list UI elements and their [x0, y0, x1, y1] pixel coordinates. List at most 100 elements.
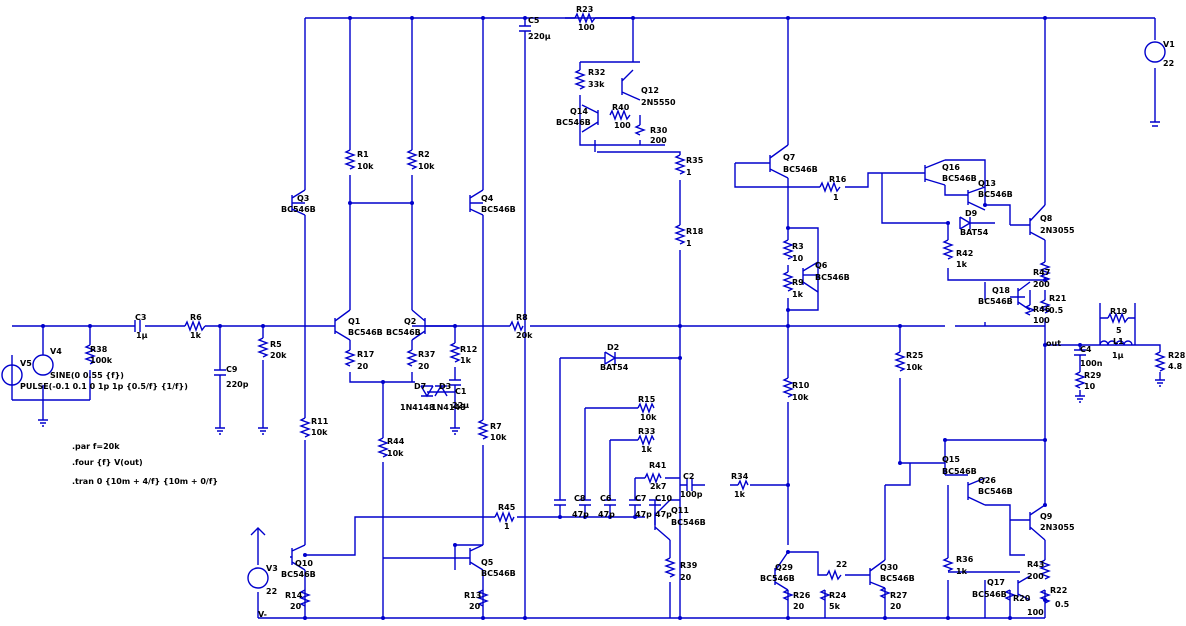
label-q18-name: Q18: [992, 286, 1010, 295]
wires: [11, 17, 1165, 619]
label-r11-value: 10k: [311, 428, 328, 437]
label-q29-value: BC546B: [760, 574, 795, 583]
label-q13-value: BC546B: [978, 190, 1013, 199]
label-r20-name: R20: [1013, 594, 1031, 603]
label-q2-name: Q2: [404, 317, 416, 326]
label-c1-value: 22µ: [452, 401, 469, 410]
label-r46-name: R46: [1033, 305, 1051, 314]
label-q4-value: BC546B: [481, 205, 516, 214]
label-r22-name: R22: [1050, 586, 1067, 595]
label-r10-value: 10k: [792, 393, 809, 402]
label-c7-value: 47p: [635, 510, 652, 519]
label-r11-name: R11: [311, 417, 329, 426]
label-d9-value: BAT54: [960, 228, 989, 237]
label-c3-value: 1µ: [136, 331, 148, 340]
label-c8-value: 47p: [572, 510, 589, 519]
label-q1-value: BC546B: [348, 328, 383, 337]
label-q16-value: BC546B: [942, 174, 977, 183]
label-q4-name: Q4: [481, 194, 494, 203]
label-r41-name: R41: [649, 461, 667, 470]
label-r18-name: R18: [686, 227, 704, 236]
label-r22b-value: 22: [836, 560, 847, 569]
label-q6-name: Q6: [815, 261, 828, 270]
label-r8-value: 20k: [516, 331, 533, 340]
label-d9-name: D9: [965, 209, 978, 218]
label-r9-name: R9: [792, 278, 804, 287]
net-label-vminus: V-: [258, 610, 267, 619]
component-symbols: [1, 12, 1166, 607]
label-r6-name: R6: [190, 313, 202, 322]
directive-four: .four {f} V(out): [72, 458, 143, 467]
label-q26-value: BC546B: [978, 487, 1013, 496]
label-q14-name: Q14: [570, 107, 588, 116]
label-q6-value: BC546B: [815, 273, 850, 282]
spice-directives: .par f=20k .four {f} V(out) .tran 0 {10m…: [72, 442, 218, 486]
label-q15-value: BC546B: [942, 467, 977, 476]
label-q13-name: Q13: [978, 179, 996, 188]
label-r36-name: R36: [956, 555, 974, 564]
label-r15-name: R15: [638, 395, 656, 404]
label-r37-value: 20: [418, 362, 430, 371]
label-r43-name: R43: [1027, 560, 1044, 569]
label-r1-name: R1: [357, 150, 369, 159]
label-r13-value: 20: [469, 602, 481, 611]
label-r5-value: 20k: [270, 351, 287, 360]
label-q5-name: Q5: [481, 558, 494, 567]
label-r3-name: R3: [792, 242, 804, 251]
label-d7-name: D7: [414, 382, 426, 391]
directive-param: .par f=20k: [72, 442, 120, 451]
label-r16-value: 1: [833, 193, 839, 202]
label-r29-name: R29: [1084, 371, 1102, 380]
label-q18-value: BC546B: [978, 297, 1013, 306]
label-r19-name: R19: [1110, 307, 1128, 316]
label-r2-name: R2: [418, 150, 430, 159]
label-r12-name: R12: [460, 345, 477, 354]
label-q12-value: 2N5550: [641, 98, 676, 107]
label-r24-value: 5k: [829, 602, 841, 611]
label-r47-value: 200: [1033, 280, 1050, 289]
label-r42-value: 1k: [956, 260, 968, 269]
label-q26-name: Q26: [978, 476, 996, 485]
directive-tran: .tran 0 {10m + 4/f} {10m + 0/f}: [72, 477, 218, 486]
label-r44-value: 10k: [387, 449, 404, 458]
label-r25-name: R25: [906, 351, 924, 360]
label-c10-name: C10: [655, 494, 672, 503]
label-l1-value: 1µ: [1112, 351, 1124, 360]
label-c10-value: 47p: [655, 510, 672, 519]
label-c6-name: C6: [600, 494, 612, 503]
label-r22-value: 0.5: [1055, 600, 1070, 609]
label-c2-name: C2: [683, 472, 694, 481]
label-r26-name: R26: [793, 591, 811, 600]
label-c7-name: C7: [635, 494, 646, 503]
label-r20-value: 100: [1027, 608, 1044, 617]
label-r6-value: 1k: [190, 331, 202, 340]
label-v1-value: 22: [1163, 59, 1174, 68]
label-v4-value: SINE(0 0.55 {f}): [50, 371, 124, 380]
label-r30-value: 200: [650, 136, 667, 145]
label-r3-value: 10: [792, 254, 804, 263]
label-r17-value: 20: [357, 362, 369, 371]
label-q9-name: Q9: [1040, 512, 1053, 521]
label-r40-value: 100: [614, 121, 631, 130]
label-v3-name: V3: [266, 564, 278, 573]
label-r21-name: R21: [1049, 294, 1067, 303]
label-q10-name: Q10: [295, 559, 313, 568]
label-d2-value: BAT54: [600, 363, 629, 372]
label-q2-value: BC546B: [386, 328, 421, 337]
label-c9-name: C9: [226, 365, 238, 374]
label-r2-value: 10k: [418, 162, 435, 171]
label-q12-name: Q12: [641, 86, 659, 95]
label-r40-name: R40: [612, 103, 630, 112]
label-v1-name: V1: [1163, 40, 1175, 49]
label-r37-name: R37: [418, 350, 435, 359]
label-r27-name: R27: [890, 591, 907, 600]
label-v5-name: V5: [20, 359, 32, 368]
label-q3-value: BC546B: [281, 205, 316, 214]
label-r10-name: R10: [792, 381, 810, 390]
label-r30-name: R30: [650, 126, 668, 135]
label-r33-value: 1k: [641, 445, 653, 454]
label-c3-name: C3: [135, 313, 146, 322]
label-r39-value: 20: [680, 573, 692, 582]
label-r27-value: 20: [890, 602, 902, 611]
